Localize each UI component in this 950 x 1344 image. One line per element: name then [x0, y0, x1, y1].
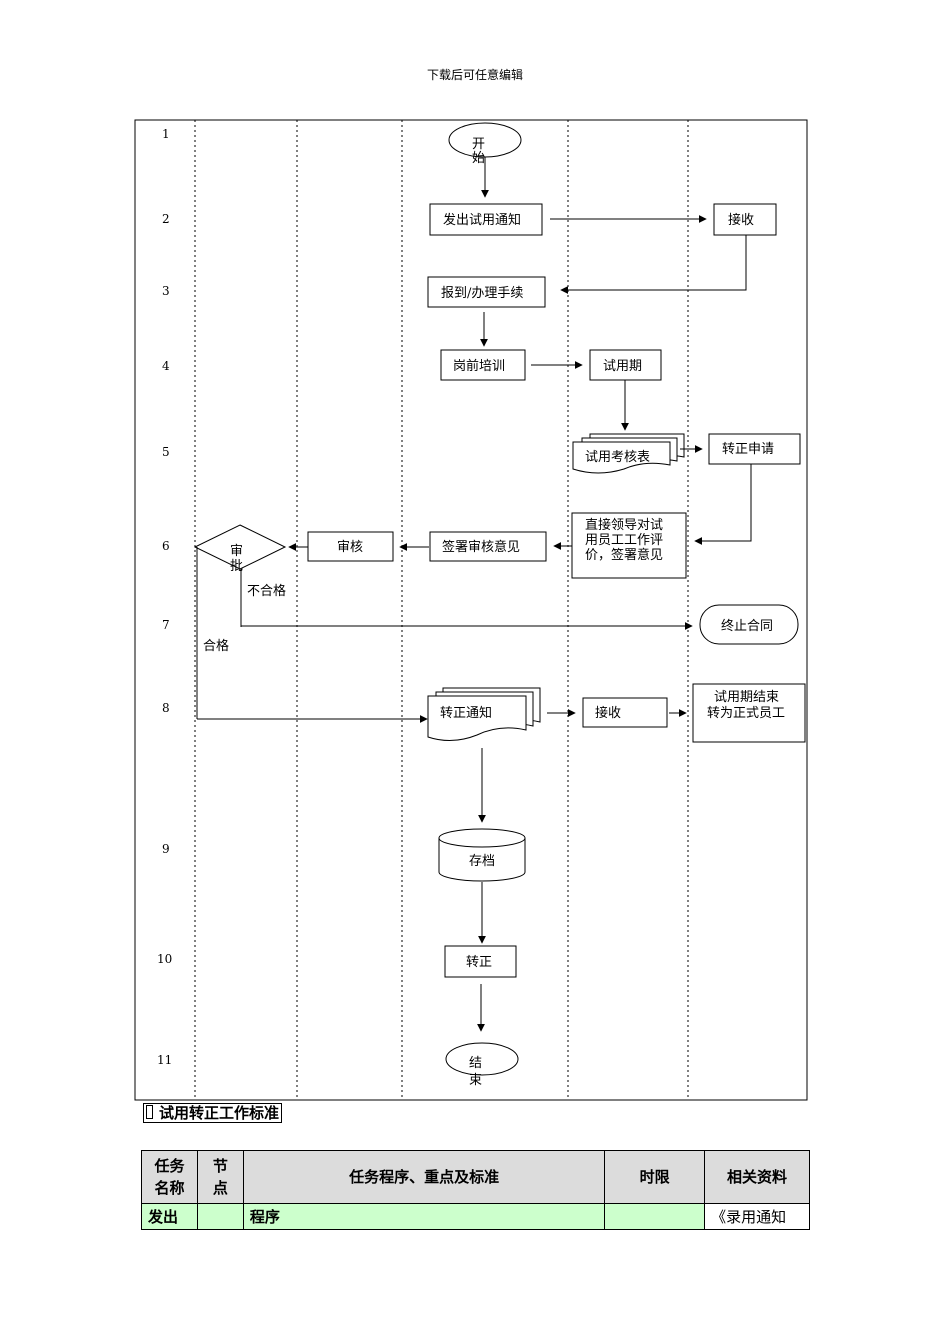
- row-number: 10: [157, 952, 172, 966]
- end-label-1: 结: [469, 1056, 482, 1071]
- approve-label-2: 批: [230, 559, 243, 574]
- probation-label: 试用期: [603, 359, 642, 374]
- sign-opinion-label: 签署审核意见: [442, 539, 520, 555]
- row-number: 2: [162, 212, 170, 226]
- supervisor-eval-line-1: 直接领导对试: [585, 517, 663, 533]
- report-box: [427, 276, 546, 308]
- row-number: 9: [162, 842, 170, 856]
- col-node: 节点: [196, 1150, 244, 1204]
- receive-label-2: 接收: [595, 705, 621, 721]
- send-notice-box: [429, 203, 543, 236]
- regular-notice-doc: [427, 687, 541, 741]
- regularize-label: 转正: [466, 955, 492, 970]
- archive-label: 存档: [469, 854, 495, 869]
- review-box: [307, 531, 394, 562]
- pass-label: 合格: [203, 638, 229, 654]
- section-title: 试用转正工作标准: [143, 1103, 283, 1123]
- col-related-docs: 相关资料: [704, 1150, 810, 1204]
- apply-box: [708, 433, 801, 465]
- col-time-limit: 时限: [604, 1150, 706, 1204]
- terminate-label: 终止合同: [721, 618, 773, 634]
- bullet-box-icon: [146, 1105, 153, 1119]
- lane-dividers: [194, 120, 689, 1100]
- supervisor-eval-line-3: 价，签署意见: [585, 547, 663, 563]
- approve-decision: [193, 524, 287, 570]
- cell-task: 发出: [141, 1203, 198, 1230]
- end-terminal: [445, 1042, 519, 1076]
- training-label: 岗前培训: [453, 358, 505, 374]
- regular-notice-label: 转正通知: [440, 705, 492, 721]
- cell-procedure: 程序: [242, 1203, 606, 1230]
- archive-cylinder: [438, 828, 526, 882]
- cell-docs: 《录用通知: [704, 1203, 810, 1230]
- report-label: 报到/办理手续: [441, 286, 523, 301]
- cell-node: [196, 1203, 244, 1230]
- receive-box-2: [582, 697, 668, 728]
- assess-form-doc: [572, 433, 685, 474]
- row-number: 4: [162, 359, 170, 373]
- start-label-1: 开: [472, 137, 485, 152]
- review-label: 审核: [337, 540, 363, 555]
- become-regular-line-2: 转为正式员工: [707, 706, 785, 721]
- become-regular-box: [692, 683, 806, 743]
- page-header: 下载后可任意编辑: [426, 68, 523, 82]
- receive-box-1: [713, 203, 777, 236]
- supervisor-eval-line-2: 用员工工作评: [585, 533, 663, 548]
- table-header-row: 任务名称 节点 任务程序、重点及标准 时限 相关资料: [141, 1150, 810, 1204]
- become-regular-line-1: 试用期结束: [714, 690, 779, 705]
- col-task-name: 任务名称: [141, 1150, 198, 1204]
- sign-opinion-box: [429, 531, 547, 562]
- standards-table: 任务名称 节点 任务程序、重点及标准 时限 相关资料 发出 程序 《录用通知: [141, 1150, 810, 1230]
- row-number: 5: [162, 445, 170, 459]
- row-number: 1: [162, 127, 170, 141]
- approve-label-1: 审: [230, 544, 243, 559]
- row-number: 3: [162, 284, 170, 298]
- receive-label-1: 接收: [728, 212, 754, 228]
- col-procedure: 任务程序、重点及标准: [242, 1150, 606, 1204]
- swimlane-frame: [134, 119, 808, 1101]
- cell-time: [604, 1203, 706, 1230]
- fail-label: 不合格: [247, 583, 286, 599]
- supervisor-eval-box: [571, 512, 687, 579]
- row-number: 8: [162, 701, 170, 715]
- send-notice-label: 发出试用通知: [443, 212, 521, 228]
- apply-label: 转正申请: [722, 442, 774, 457]
- table-row: 发出 程序 《录用通知: [141, 1203, 810, 1230]
- assess-form-label: 试用考核表: [585, 450, 650, 465]
- row-number: 11: [157, 1053, 172, 1067]
- training-box: [440, 349, 526, 381]
- row-number: 7: [162, 618, 170, 632]
- start-label-2: 始: [472, 151, 485, 166]
- row-number: 6: [162, 539, 170, 553]
- regularize-box: [444, 945, 517, 978]
- terminate-terminal: [699, 604, 799, 645]
- end-label-2: 束: [469, 1073, 482, 1088]
